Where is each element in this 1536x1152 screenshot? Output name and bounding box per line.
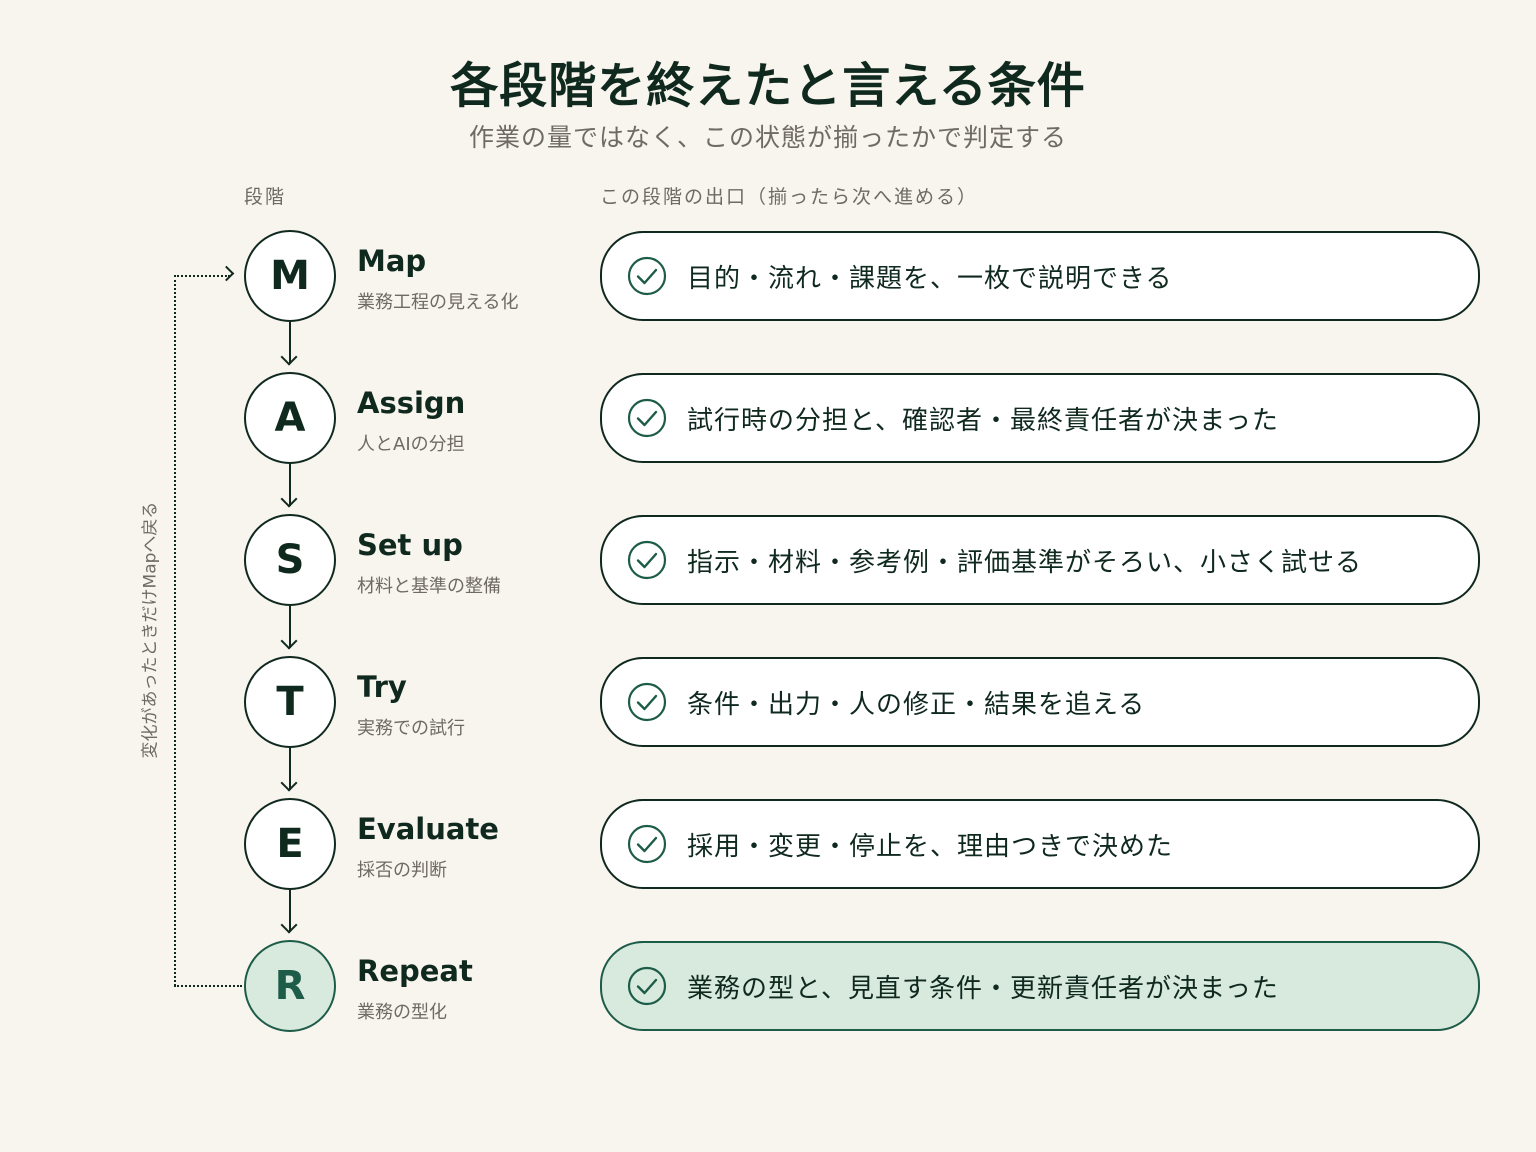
down-arrow-icon: [289, 322, 291, 364]
stage-badge-try: T: [244, 656, 336, 748]
check-circle-icon: [627, 966, 667, 1006]
stage-desc-assign: 人とAIの分担: [357, 434, 465, 455]
stage-badge-evaluate: E: [244, 798, 336, 890]
loop-back-bottom-line: [174, 985, 242, 987]
stage-desc-setup: 材料と基準の整備: [357, 576, 501, 597]
exit-condition-text: 業務の型と、見直す条件・更新責任者が決まった: [687, 973, 1279, 1004]
exit-condition-try: 条件・出力・人の修正・結果を追える: [600, 657, 1480, 747]
check-circle-icon: [627, 824, 667, 864]
stage-name-assign: Assign: [357, 386, 466, 420]
exit-condition-text: 試行時の分担と、確認者・最終責任者が決まった: [687, 405, 1279, 436]
stage-name-evaluate: Evaluate: [357, 812, 499, 846]
exit-condition-text: 採用・変更・停止を、理由つきで決めた: [687, 831, 1174, 862]
loop-back-arrowhead-icon: [218, 265, 235, 282]
exit-condition-text: 条件・出力・人の修正・結果を追える: [687, 689, 1146, 720]
exit-column-header: この段階の出口（揃ったら次へ進める）: [600, 186, 979, 208]
loop-back-label: 変化があったときだけMapへ戻る: [140, 501, 161, 759]
stage-badge-map: M: [244, 230, 336, 322]
stage-name-repeat: Repeat: [357, 954, 473, 988]
check-circle-icon: [627, 682, 667, 722]
loop-back-line: [174, 275, 176, 986]
exit-condition-map: 目的・流れ・課題を、一枚で説明できる: [600, 231, 1480, 321]
stage-name-try: Try: [357, 670, 407, 704]
loop-back-top-line: [174, 275, 230, 277]
down-arrow-icon: [289, 748, 291, 790]
stage-desc-map: 業務工程の見える化: [357, 292, 519, 313]
down-arrow-icon: [289, 606, 291, 648]
exit-condition-setup: 指示・材料・参考例・評価基準がそろい、小さく試せる: [600, 515, 1480, 605]
stage-badge-repeat: R: [244, 940, 336, 1032]
stage-desc-repeat: 業務の型化: [357, 1002, 447, 1023]
stage-desc-try: 実務での試行: [357, 718, 465, 739]
stage-name-map: Map: [357, 244, 427, 278]
check-circle-icon: [627, 256, 667, 296]
stage-column-header: 段階: [244, 186, 287, 208]
down-arrow-icon: [289, 890, 291, 932]
stage-desc-evaluate: 採否の判断: [357, 860, 447, 881]
check-circle-icon: [627, 540, 667, 580]
down-arrow-icon: [289, 464, 291, 506]
exit-condition-text: 目的・流れ・課題を、一枚で説明できる: [687, 263, 1173, 294]
stage-badge-assign: A: [244, 372, 336, 464]
page-title: 各段階を終えたと言える条件: [450, 58, 1086, 114]
exit-condition-assign: 試行時の分担と、確認者・最終責任者が決まった: [600, 373, 1480, 463]
stage-name-setup: Set up: [357, 528, 463, 562]
exit-condition-text: 指示・材料・参考例・評価基準がそろい、小さく試せる: [687, 547, 1363, 578]
stage-badge-setup: S: [244, 514, 336, 606]
page-subtitle: 作業の量ではなく、この状態が揃ったかで判定する: [468, 123, 1067, 152]
exit-condition-repeat: 業務の型と、見直す条件・更新責任者が決まった: [600, 941, 1480, 1031]
exit-condition-evaluate: 採用・変更・停止を、理由つきで決めた: [600, 799, 1480, 889]
check-circle-icon: [627, 398, 667, 438]
